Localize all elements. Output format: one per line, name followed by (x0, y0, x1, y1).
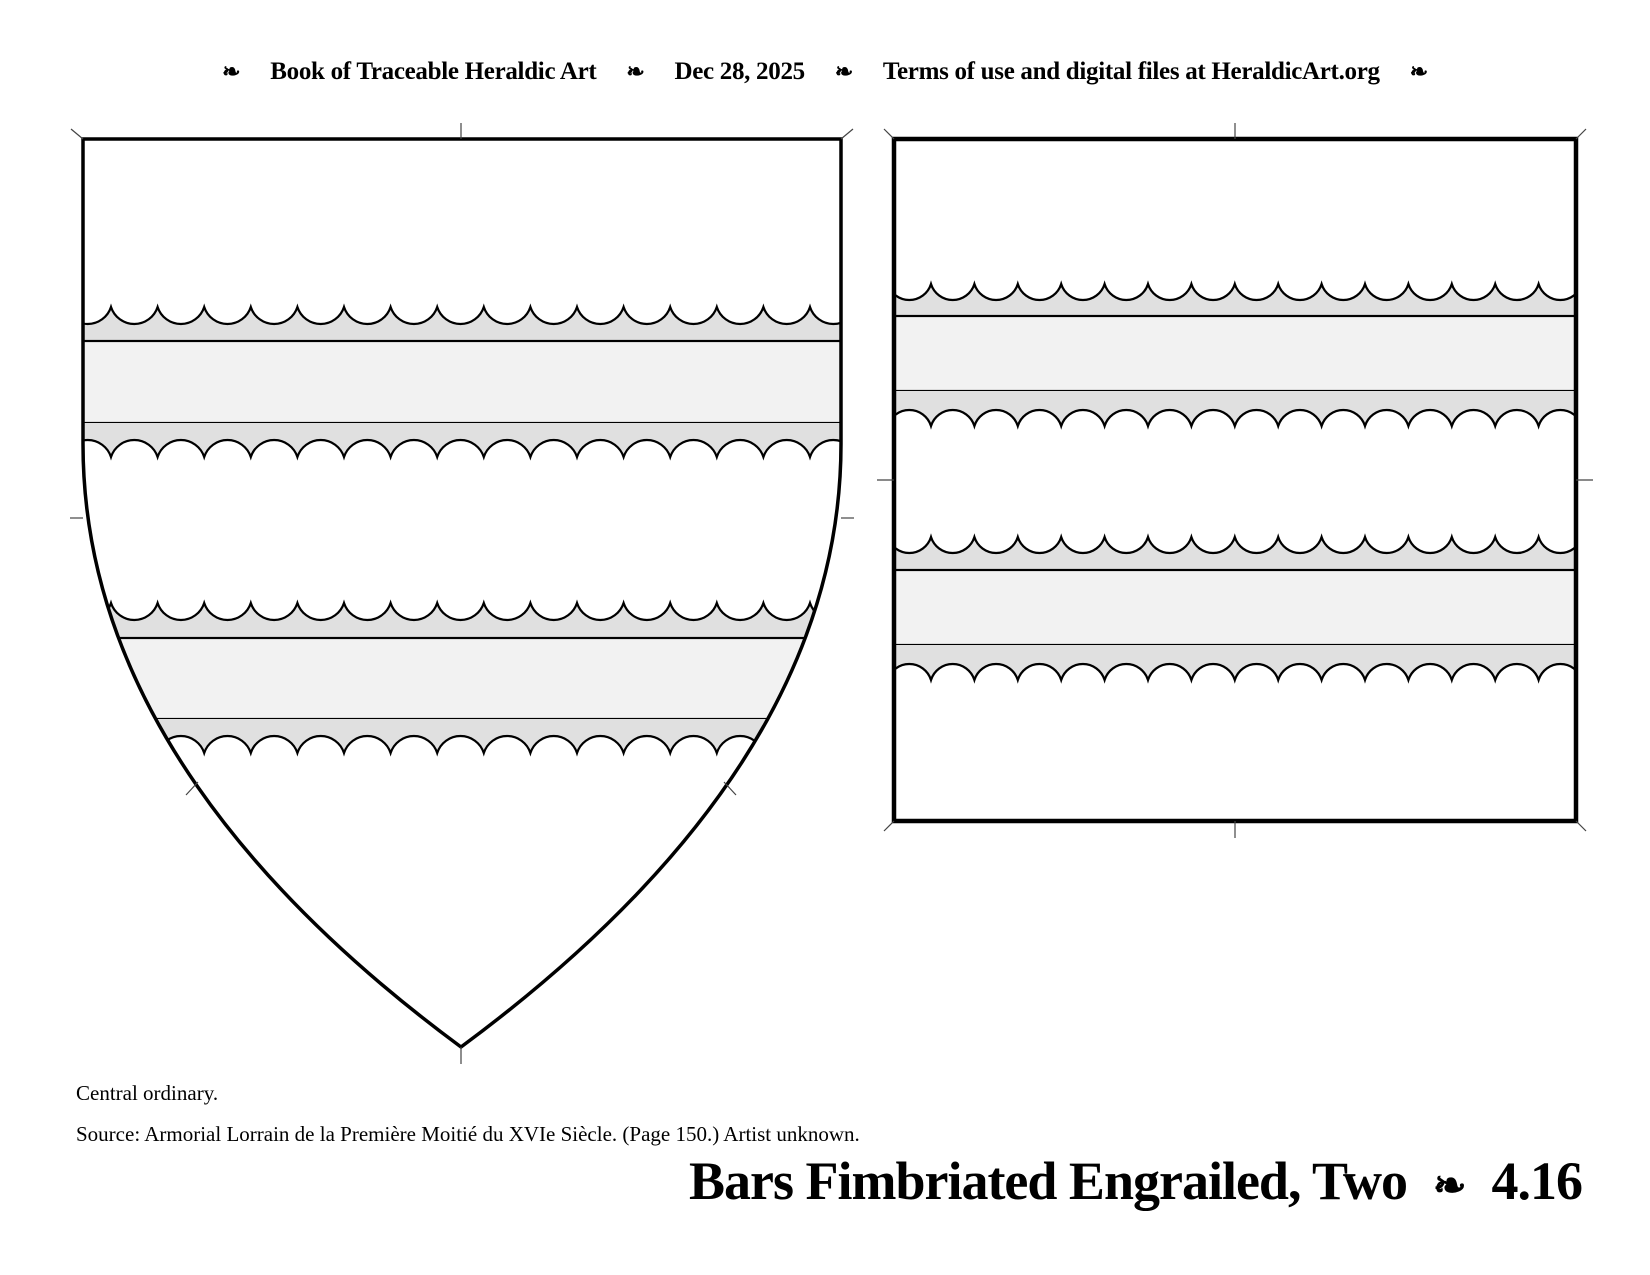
shield-outline (81, 137, 843, 1050)
fleuron-icon: ❧ (1432, 1163, 1467, 1208)
plate-name: Bars Fimbriated Engrailed, Two (688, 1151, 1408, 1211)
plate-title: Bars Fimbriated Engrailed, Two ❧ 4.16 (688, 1150, 1583, 1212)
shield-field (83, 139, 841, 1047)
fleuron-icon: ❧ (626, 59, 645, 84)
engrailed-line (894, 662, 1576, 684)
terms-link: Terms of use and digital files at Herald… (882, 58, 1380, 85)
engrailed-line (894, 533, 1576, 555)
engrailed-line (83, 438, 841, 461)
fleuron-icon: ❧ (222, 59, 241, 84)
plate-number: 4.16 (1491, 1151, 1583, 1211)
date: Dec 28, 2025 (674, 58, 805, 85)
bar (894, 314, 1576, 393)
engrailed-line (894, 408, 1576, 430)
fimbriation-bottom (894, 391, 1576, 426)
source-note: Source: Armorial Lorrain de la Première … (76, 1122, 860, 1146)
fleuron-icon: ❧ (834, 59, 853, 84)
registration-marks (70, 123, 1593, 1064)
classification-note: Central ordinary. (76, 1081, 219, 1105)
fimbriation-bottom (894, 645, 1576, 680)
page-header: ❧ Book of Traceable Heraldic Art ❧ Dec 2… (0, 58, 1650, 86)
bar (83, 636, 841, 721)
bar (894, 568, 1576, 647)
engrailed-line (83, 599, 841, 622)
banner-field (894, 139, 1576, 821)
engrailed-line (894, 280, 1576, 302)
engrailed-line (83, 303, 841, 326)
bar (83, 339, 841, 425)
book-title: Book of Traceable Heraldic Art (270, 58, 597, 85)
engrailed-line (83, 734, 841, 757)
fleuron-icon: ❧ (1409, 59, 1428, 84)
